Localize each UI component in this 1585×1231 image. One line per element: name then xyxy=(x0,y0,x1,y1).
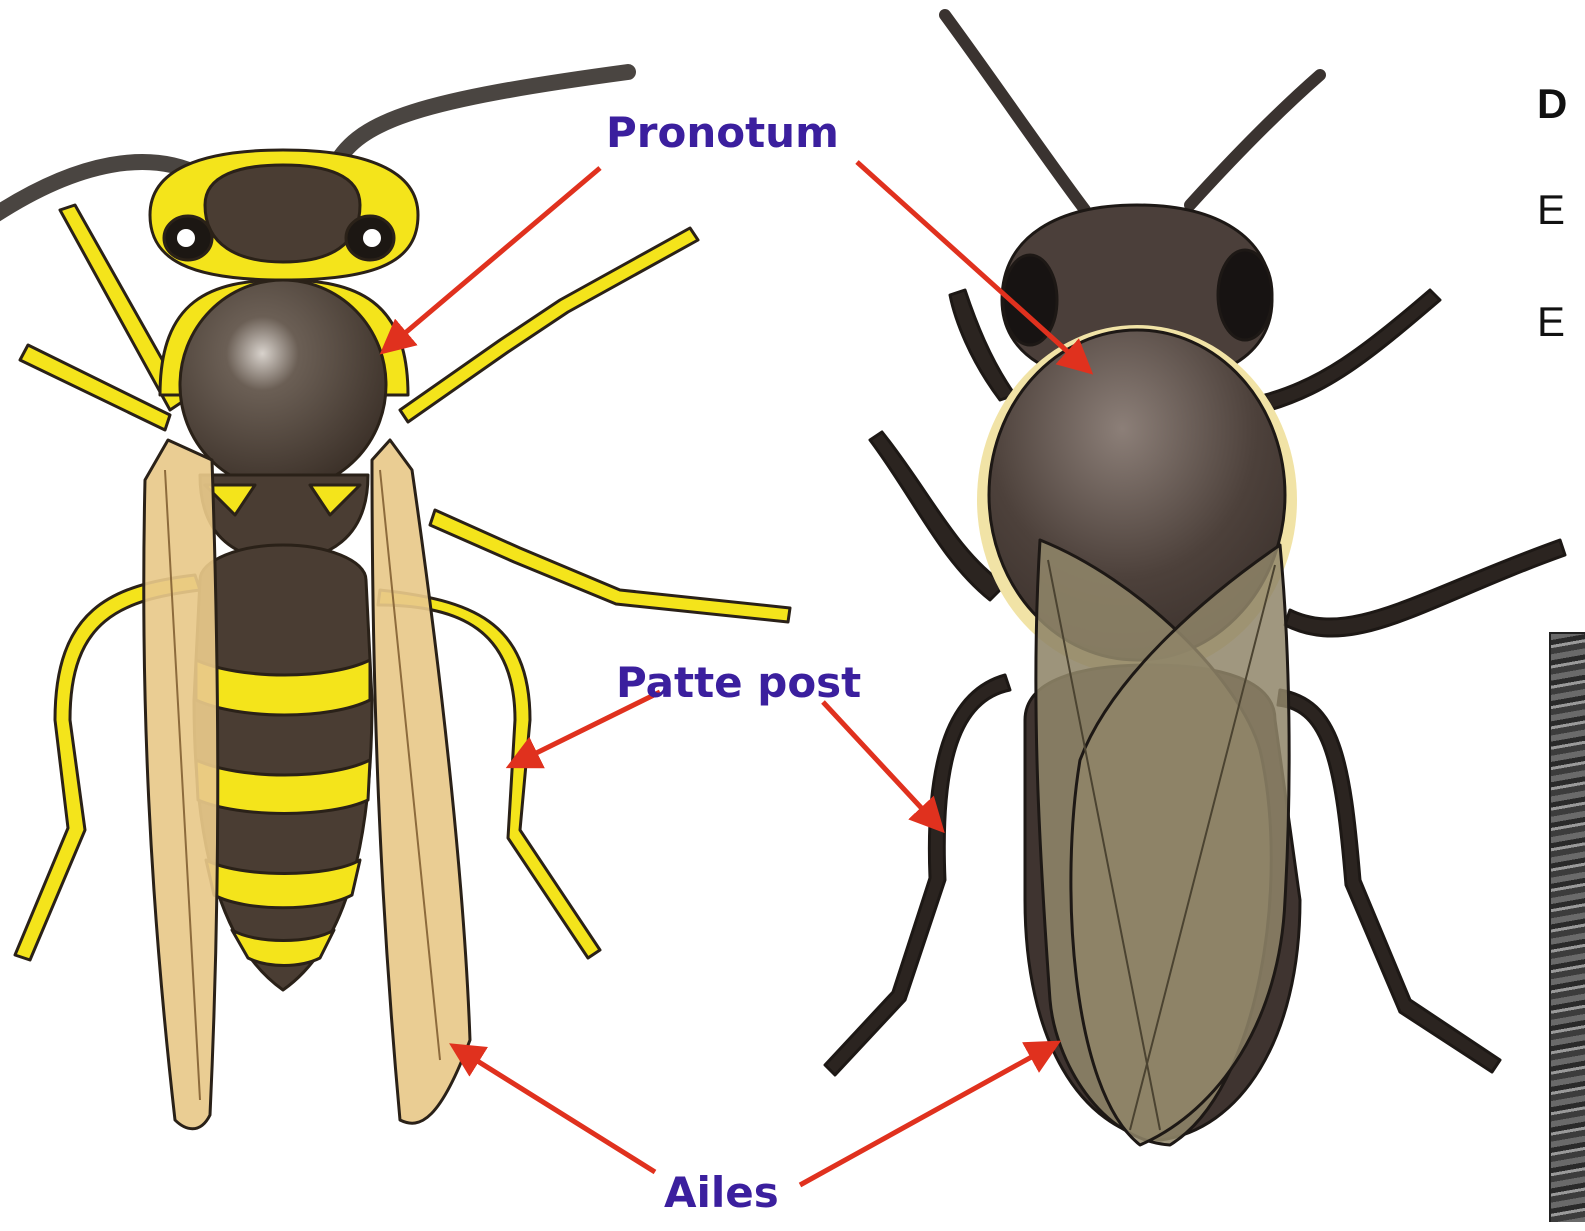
arrow-patte-bee xyxy=(823,702,940,828)
wasp-antenna-right xyxy=(335,72,628,165)
wasp-illustration xyxy=(0,72,790,1129)
label-ailes: Ailes xyxy=(664,1168,779,1217)
bee-antenna-left xyxy=(945,15,1085,210)
arrow-pronotum-wasp xyxy=(385,168,600,350)
side-text-line2: E xyxy=(1537,186,1565,234)
label-pronotum: Pronotum xyxy=(606,108,839,157)
insect-photo-crop xyxy=(1549,632,1585,1222)
arrow-ailes-wasp xyxy=(455,1047,655,1172)
bee-eye-right xyxy=(1218,250,1272,340)
side-text-line1: D xyxy=(1537,80,1567,128)
label-patte-post: Patte post xyxy=(616,658,861,707)
bee-illustration xyxy=(825,15,1565,1145)
wasp-wing-left xyxy=(144,440,218,1129)
bee-antenna-right xyxy=(1190,75,1320,205)
side-text-line3: E xyxy=(1537,298,1565,346)
